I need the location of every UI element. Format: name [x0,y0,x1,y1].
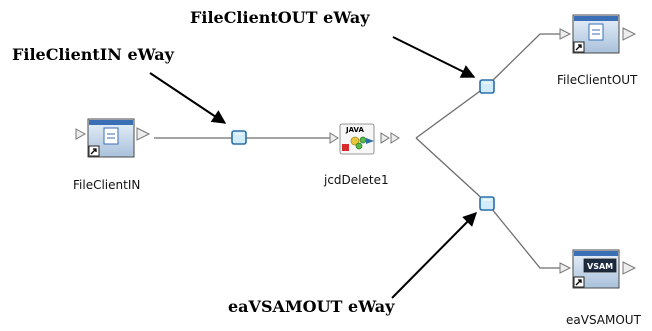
label-collaboration: jcdDelete1 [324,173,389,187]
window-document-icon [572,14,620,54]
window-document-icon [87,118,135,158]
java-collaboration-icon: JAVA [339,123,375,155]
arrow-file-client-out [392,36,476,78]
java-icon-text: JAVA [345,126,364,134]
output-port-icon [622,27,637,41]
ea-vsam-out-node[interactable]: VSAM [559,249,637,289]
arrow-ea-vsam-out [391,212,477,299]
connector-collab-to-out[interactable] [415,33,560,139]
callout-file-client-out: FileClientOUT eWay [190,8,370,27]
label-ea-vsam-out: eaVSAMOUT [566,313,641,327]
window-vsam-icon: VSAM [572,249,620,289]
label-file-client-out: FileClientOUT [557,73,638,87]
label-file-client-in: FileClientIN [73,178,141,192]
output-port-icon [380,132,390,144]
file-client-in-node[interactable] [75,118,151,158]
vsam-icon-text: VSAM [587,262,613,271]
output-port-icon [390,132,400,144]
arrow-file-client-in [149,72,227,124]
callout-arrows [149,36,477,299]
output-port-icon [622,261,637,275]
connector-collab-to-vsam[interactable] [415,137,560,269]
link-node-out[interactable] [479,79,495,94]
file-client-out-node[interactable] [559,14,637,54]
input-port-icon [559,262,572,274]
link-node-vsam[interactable] [479,196,495,211]
callout-file-client-in: FileClientIN eWay [12,45,174,64]
input-port-icon [75,128,87,140]
input-port-icon [329,132,339,144]
collaboration-node[interactable]: JAVA [329,123,400,155]
link-node-in[interactable] [231,130,247,145]
input-port-icon [559,28,572,40]
callout-ea-vsam-out: eaVSAMOUT eWay [228,297,395,316]
output-port-icon [136,127,151,141]
